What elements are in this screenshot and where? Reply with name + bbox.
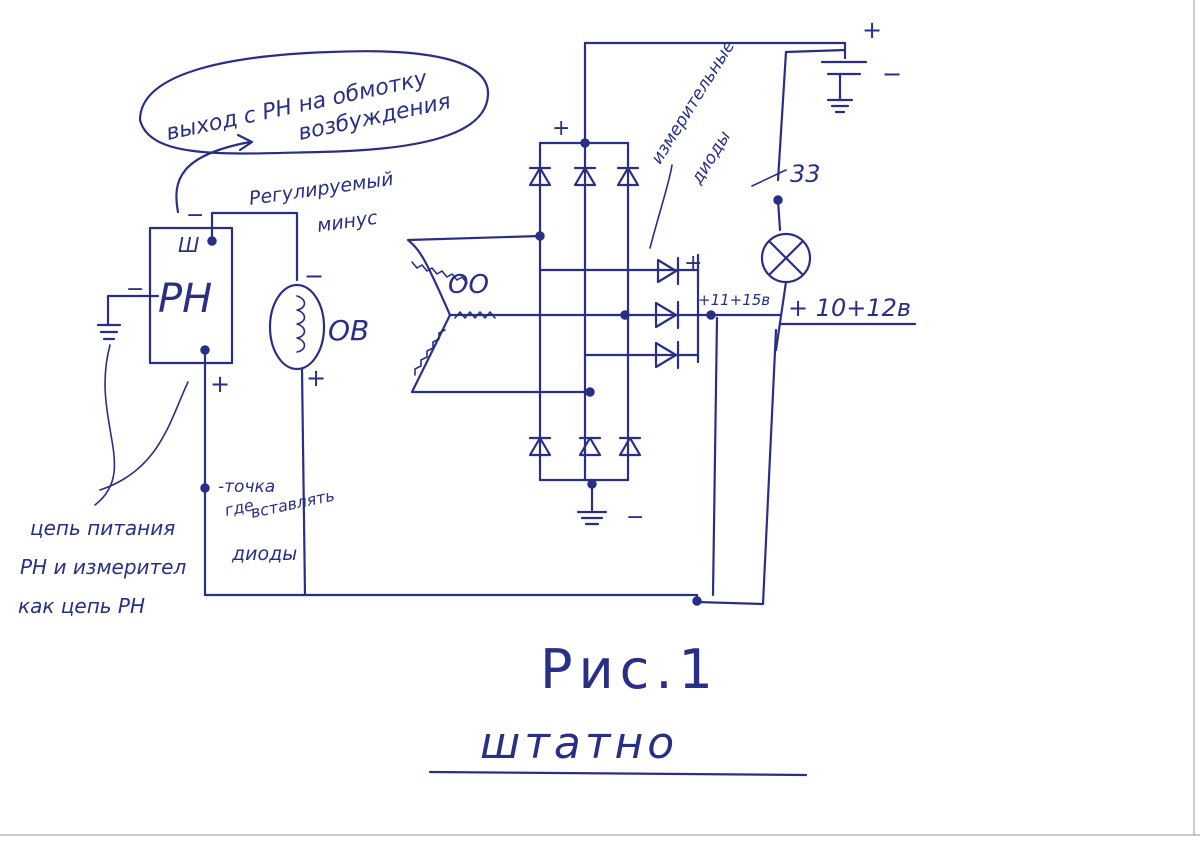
bridge-plus-sign: + bbox=[552, 116, 570, 141]
ov-excitation-winding bbox=[268, 283, 326, 371]
ov-plus-wire bbox=[300, 367, 307, 597]
rn-ground-minus: − bbox=[126, 277, 144, 302]
bridge-plus-node bbox=[580, 138, 590, 148]
voltage-big-label: + 10+12в bbox=[788, 294, 911, 322]
lamp-tick bbox=[751, 169, 787, 187]
figure-label: Рис.1 bbox=[540, 638, 719, 701]
point-label-1: -точка bbox=[218, 477, 275, 497]
circuit-label-1: цепь питания bbox=[30, 516, 175, 540]
stator-coil-c bbox=[414, 329, 446, 376]
measuring-diodes bbox=[538, 253, 700, 370]
battery-minus-sign: − bbox=[882, 60, 902, 88]
lamp-wire-top bbox=[776, 198, 782, 232]
measure-down-wire bbox=[711, 316, 719, 597]
ov-plus-sign: + bbox=[306, 364, 326, 392]
measuring-diode-plus: + bbox=[684, 251, 702, 276]
measuring-diodes-label-2: диоды bbox=[687, 128, 735, 189]
point-label-4: диоды bbox=[231, 543, 297, 565]
ov-label: ОВ bbox=[328, 314, 369, 347]
battery-plus-sign: + bbox=[862, 16, 882, 44]
bottom-bus-wire bbox=[203, 593, 765, 606]
regulated-minus-wire bbox=[210, 211, 299, 282]
exit-arrow bbox=[175, 140, 252, 214]
ov-minus-sign: − bbox=[304, 262, 324, 290]
circuit-label-2: РН и измерител bbox=[20, 555, 186, 579]
standard-label: штатно bbox=[480, 718, 678, 769]
lamp-cross-2 bbox=[768, 240, 804, 276]
bridge-minus-sign: − bbox=[626, 505, 644, 530]
rn-plus-sign: + bbox=[210, 370, 230, 398]
lamp-terminal bbox=[773, 195, 783, 205]
circuit-label-3: как цепь РН bbox=[18, 594, 145, 618]
bus-node bbox=[692, 596, 702, 606]
rn-label: РН bbox=[158, 276, 212, 322]
lamp-wire-bottom bbox=[774, 280, 788, 352]
rn-minus-sign: − bbox=[186, 203, 204, 228]
caption-underline bbox=[428, 770, 808, 777]
exit-arrowhead bbox=[236, 133, 254, 152]
rectifier-bridge bbox=[528, 41, 642, 512]
voltage-small-label: +11+15в bbox=[698, 291, 770, 309]
battery-return-wire bbox=[776, 48, 847, 182]
circuit-pointer-1 bbox=[94, 344, 116, 506]
phase-node-c bbox=[585, 387, 595, 397]
phase-node-a bbox=[535, 231, 545, 241]
lamp-label: 33 bbox=[790, 160, 821, 188]
regulated-minus-label-1: Регулируемый bbox=[248, 168, 395, 210]
ov-coil bbox=[296, 295, 306, 353]
stator-coil-a bbox=[411, 261, 468, 284]
main-plus-wire bbox=[761, 328, 778, 606]
note-bubble bbox=[138, 50, 490, 155]
stator-phase-c bbox=[410, 313, 592, 394]
bridge-minus-node bbox=[587, 479, 597, 489]
battery-plus-wire bbox=[583, 41, 847, 60]
oo-label: ОО bbox=[448, 270, 489, 300]
rn-ground-wire bbox=[106, 294, 160, 327]
regulated-minus-label-2: минус bbox=[316, 207, 380, 237]
circuit-pointer-2 bbox=[99, 381, 189, 491]
measuring-diodes-pointer bbox=[649, 164, 673, 249]
stator-coil-b bbox=[454, 311, 496, 319]
stator-phase-a bbox=[406, 234, 542, 317]
sh-label: Ш bbox=[178, 233, 199, 257]
diode-insert-point bbox=[200, 483, 210, 493]
